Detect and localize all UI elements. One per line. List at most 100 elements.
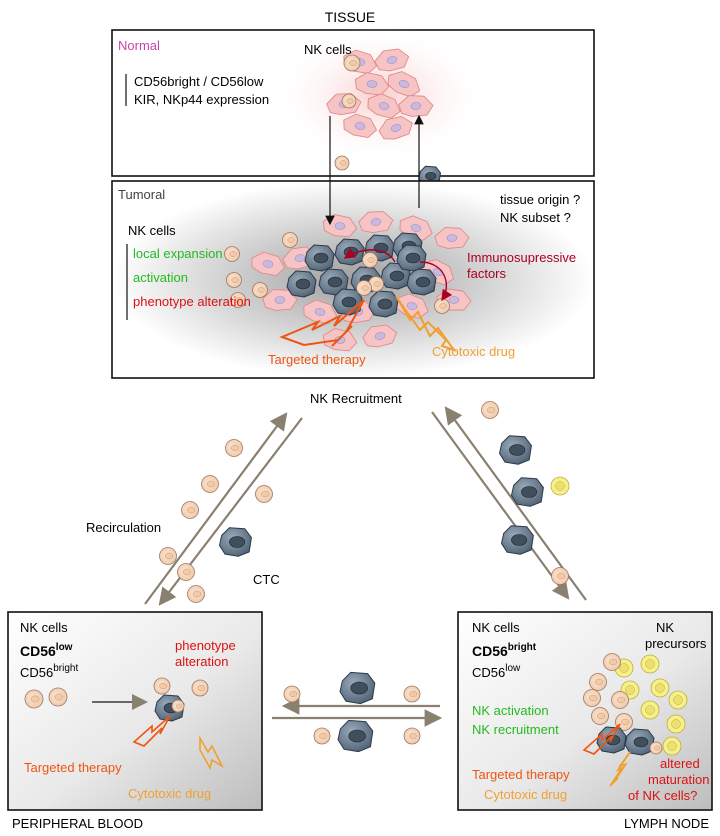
- lymph-node-cells: [583, 653, 688, 756]
- nk-cell-icon: [356, 280, 372, 296]
- lymph-node-panel: NK cells CD56bright CD56low NK precursor…: [457, 611, 713, 811]
- tumor-cell-icon: [501, 525, 534, 555]
- immuno-arrow-2: [419, 261, 453, 302]
- lymph-node-caption: LYMPH NODE: [624, 816, 709, 831]
- nk-cell-icon: [341, 93, 357, 109]
- peripheral-blood-cells: [24, 677, 209, 722]
- epithelial-cell-icon: [262, 289, 298, 311]
- epithelial-cell-icon: [374, 48, 410, 72]
- tumor-cell-icon: [368, 290, 399, 318]
- tumor-cell-icon: [337, 719, 374, 753]
- targeted-therapy-label: Targeted therapy: [268, 352, 366, 367]
- ln-precursors-line2: precursors: [645, 636, 707, 651]
- nk-cell-icon: [187, 585, 205, 603]
- nk-cell-icon: [159, 547, 177, 565]
- nk-precursor-icon: [650, 678, 670, 698]
- tumoral-label: Tumoral: [118, 187, 165, 202]
- epithelial-cell-icon: [251, 251, 286, 277]
- nk-recruitment-label: NK Recruitment: [310, 391, 402, 406]
- pb-cd56-low-sup: low: [56, 642, 73, 653]
- ln-altered-line2: maturation: [648, 772, 709, 787]
- pb-cytotoxic-drug-bolt: [199, 734, 224, 771]
- nk-cell-icon: [225, 439, 243, 457]
- arrow-tissue-to-lymph: [431, 411, 570, 600]
- nk-cell-icon: [24, 689, 44, 709]
- nk-cell-icon: [434, 298, 450, 314]
- activation-label: activation: [133, 270, 188, 285]
- ctc-label: CTC: [253, 572, 280, 587]
- tumor-cell-icon: [396, 244, 427, 272]
- pb-cd56-bright: CD56bright: [20, 663, 78, 680]
- nk-cell-icon: [649, 741, 663, 755]
- pb-phenotype-line1: phenotype: [175, 638, 236, 653]
- ln-targeted-therapy-label: Targeted therapy: [472, 767, 570, 782]
- pb-phenotype-line2: alteration: [175, 654, 228, 669]
- ln-precursors-line1: NK: [656, 620, 674, 635]
- nk-cell-icon: [603, 653, 621, 671]
- nk-cell-icon: [343, 54, 361, 72]
- nk-cell-icon: [171, 699, 185, 713]
- epithelial-cell-icon: [354, 72, 390, 96]
- ln-cd56-low-base: CD56: [472, 665, 505, 680]
- pb-cd56-bright-sup: bright: [53, 663, 78, 674]
- nk-cell-icon: [283, 685, 301, 703]
- peripheral-blood-caption: PERIPHERAL BLOOD: [12, 816, 143, 831]
- epithelial-cell-icon: [387, 71, 421, 98]
- ln-nk-cells-label: NK cells: [472, 620, 520, 635]
- normal-label: Normal: [118, 38, 160, 53]
- nk-cell-icon: [362, 252, 378, 268]
- arrow-blood-to-tissue: [144, 412, 288, 605]
- tumoral-cells: [224, 211, 472, 352]
- nk-cell-icon: [224, 246, 240, 262]
- nk-precursor-icon: [666, 714, 686, 734]
- nk-cell-icon: [551, 567, 569, 585]
- nk-cell-icon: [230, 292, 246, 308]
- nk-cell-icon: [403, 685, 421, 703]
- ln-targeted-therapy-bolt: [582, 723, 621, 755]
- nk-precursor-icon: [640, 700, 660, 720]
- immunosupressive-label-line1: Immunosupressive: [467, 250, 576, 265]
- pb-targeted-therapy-bolt: [132, 715, 171, 747]
- tumor-cell-icon: [339, 671, 376, 705]
- tumor-cell-icon: [219, 527, 252, 557]
- nk-cell-icon: [282, 232, 298, 248]
- nk-precursor-icon: [668, 690, 688, 710]
- epithelial-cell-icon: [395, 293, 429, 319]
- pb-cd56-bright-base: CD56: [20, 665, 53, 680]
- pb-cd56-low: CD56low: [20, 642, 73, 659]
- nk-cell-icon: [252, 282, 268, 298]
- pb-cytotoxic-drug-label: Cytotoxic drug: [128, 786, 211, 801]
- nk-precursor-icon: [640, 654, 660, 674]
- tumor-cell-icon: [511, 477, 544, 507]
- epithelial-cell-icon: [434, 227, 470, 249]
- nk-cell-icon: [334, 155, 350, 171]
- nk-cell-icon: [313, 727, 331, 745]
- nk-precursor-icon: [662, 736, 682, 756]
- tissue-title: TISSUE: [325, 9, 376, 25]
- nk-cell-icon: [583, 689, 601, 707]
- epithelial-cell-icon: [358, 211, 394, 234]
- ln-altered-line3: of NK cells?: [628, 788, 697, 803]
- peripheral-blood-panel: NK cells CD56low CD56bright phenotype al…: [7, 611, 263, 811]
- ln-cd56-low: CD56low: [472, 663, 521, 680]
- nk-cell-icon: [48, 687, 68, 707]
- pb-targeted-therapy-label: Targeted therapy: [24, 760, 122, 775]
- epithelial-cell-icon: [362, 324, 398, 348]
- normal-kir-line: KIR, NKp44 expression: [134, 92, 269, 107]
- immunosupressive-label-line2: factors: [467, 266, 507, 281]
- ln-cytotoxic-drug-bolt: [609, 751, 631, 787]
- epithelial-cell-icon: [343, 113, 378, 139]
- tumoral-nk-cells-label: NK cells: [128, 223, 176, 238]
- ln-cd56-low-sup: low: [505, 663, 521, 674]
- tumor-cell-icon: [286, 270, 317, 298]
- pb-nk-cells-label: NK cells: [20, 620, 68, 635]
- ln-cd56-bright-base: CD56: [472, 643, 508, 659]
- tumoral-panel: Tumoral NK cells local expansion activat…: [111, 180, 595, 379]
- phenotype-alteration-label: phenotype alteration: [133, 294, 251, 309]
- ln-nk-activation-label: NK activation: [472, 703, 549, 718]
- nk-cell-icon: [177, 563, 195, 581]
- nk-cell-icon: [589, 673, 607, 691]
- ln-cd56-bright-sup: bright: [508, 642, 537, 653]
- nk-cell-icon: [591, 707, 609, 725]
